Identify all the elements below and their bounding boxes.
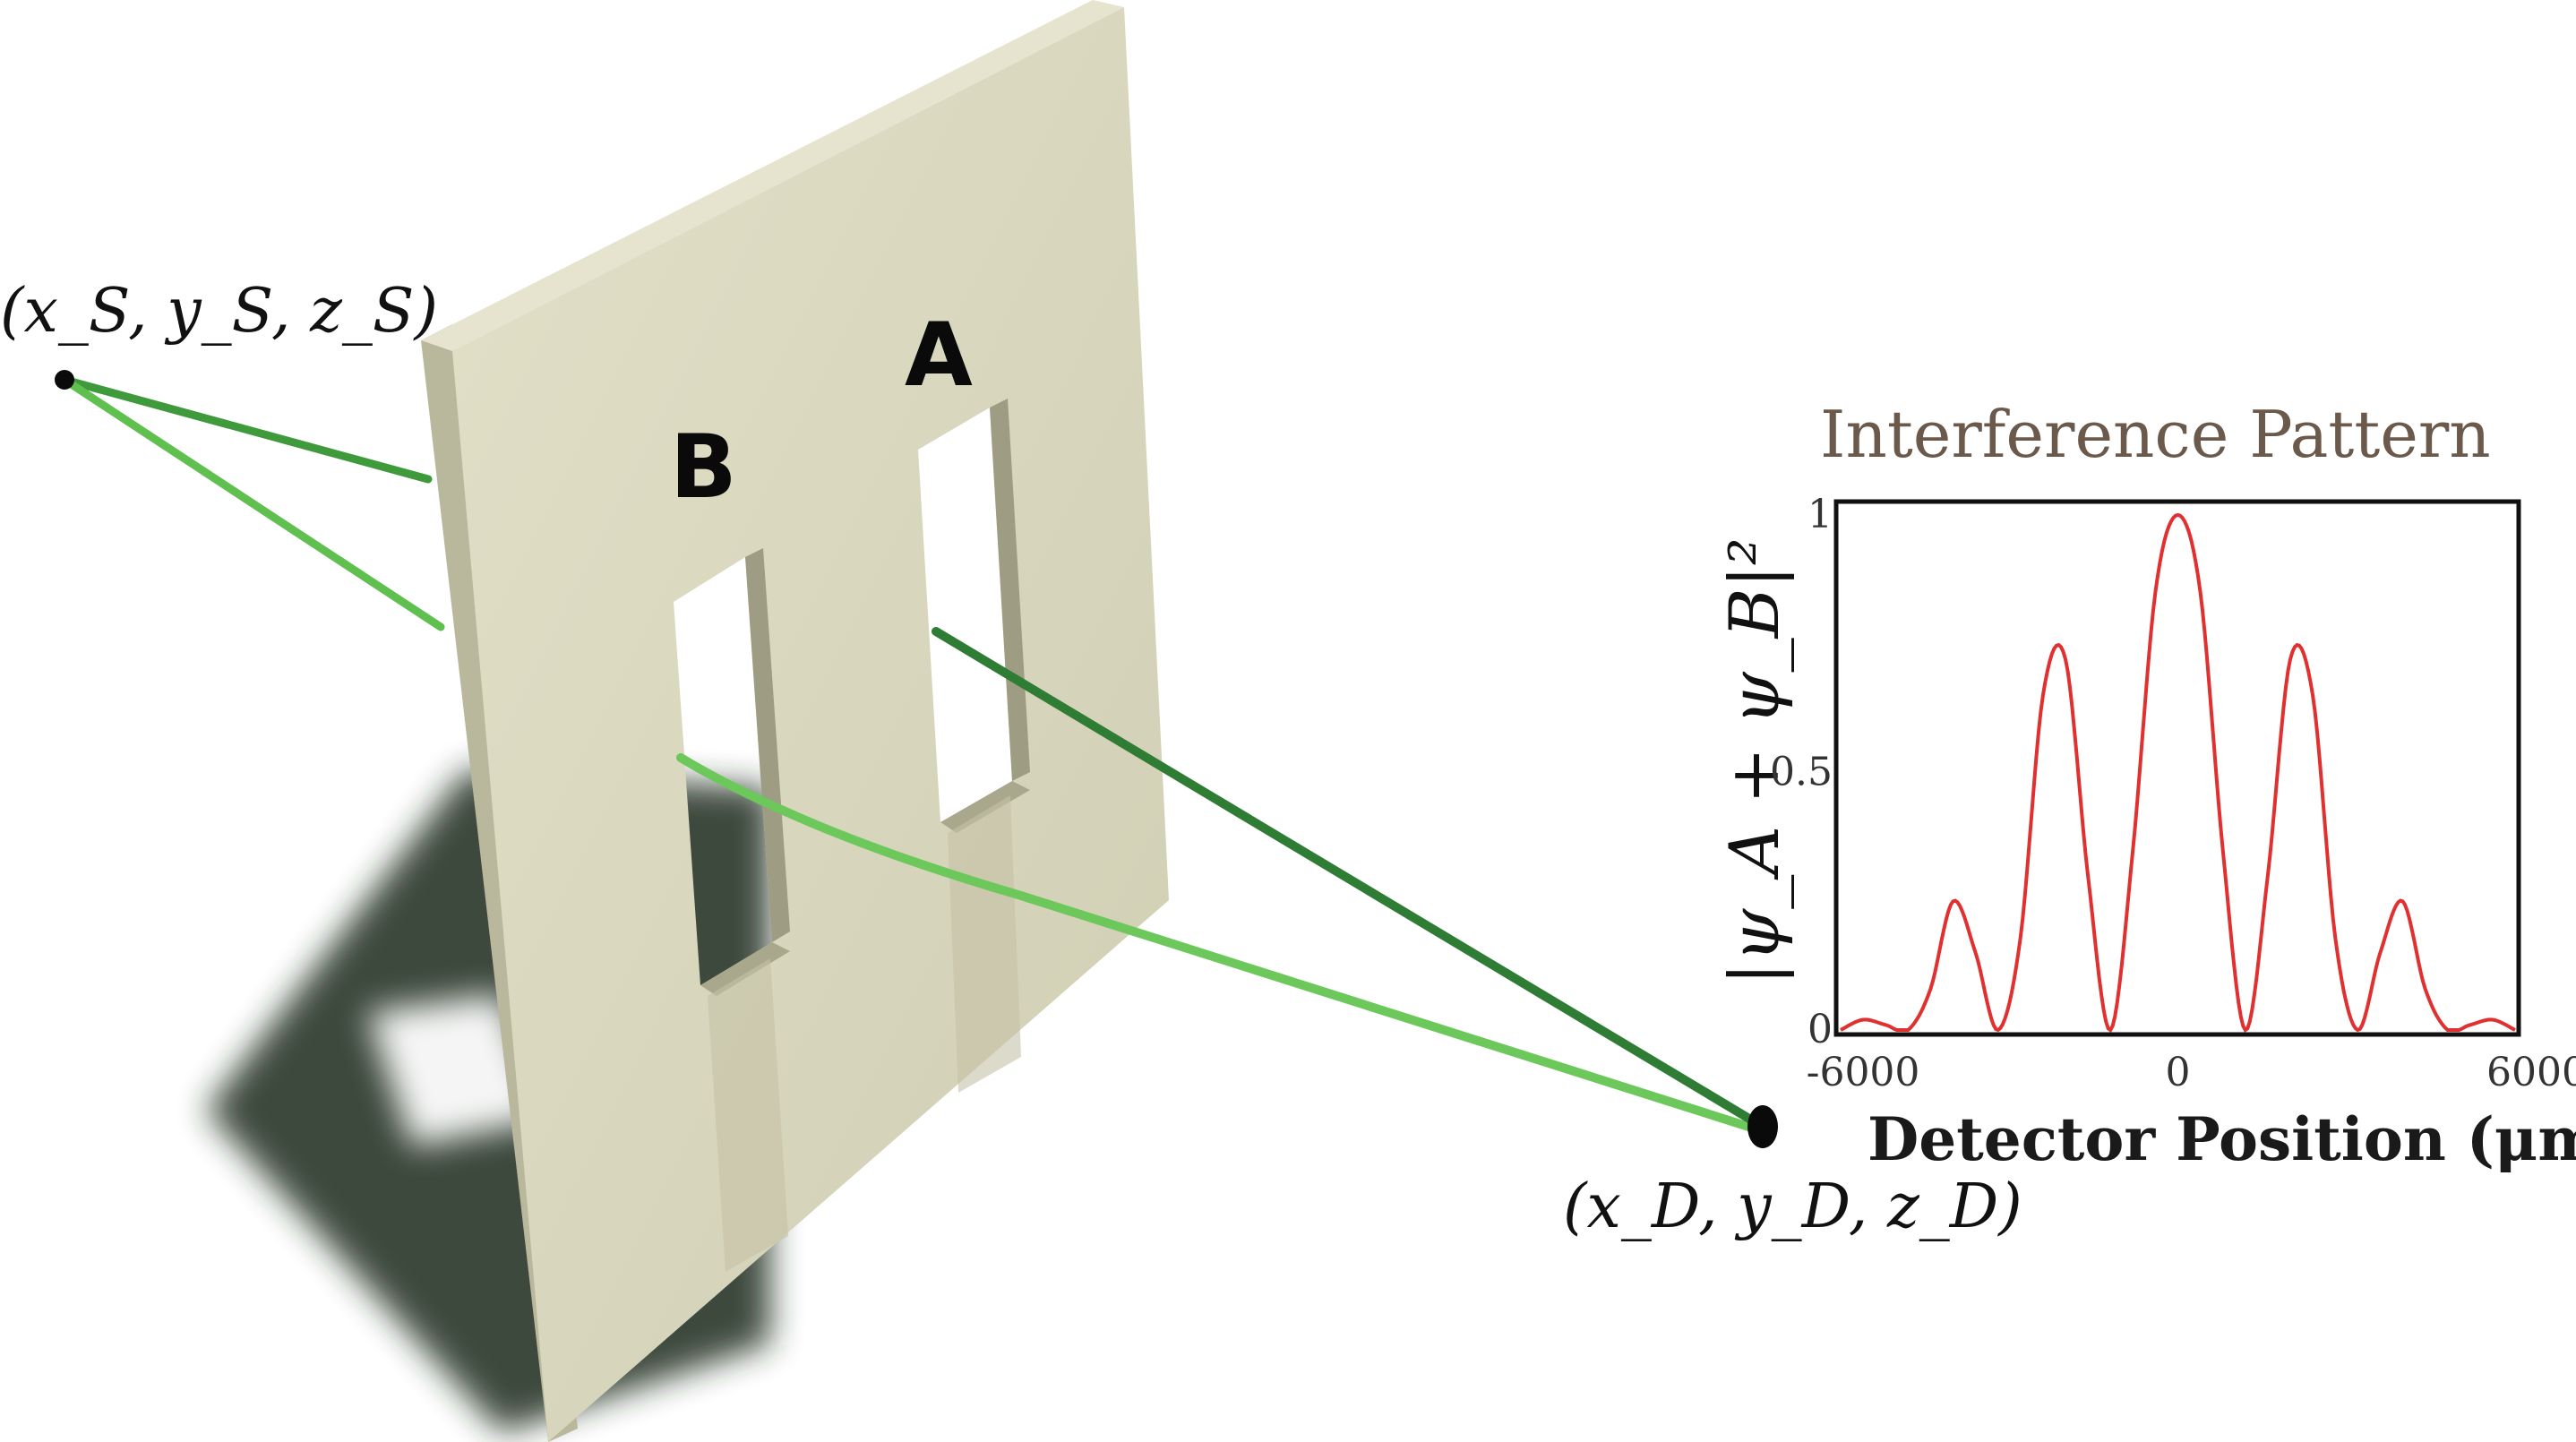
x-tick-label-2: 6000 — [2486, 1050, 2576, 1095]
slit-a-label: A — [905, 305, 973, 407]
y-tick-label-0: 0 — [1807, 1007, 1833, 1052]
y-tick-label-2: 1 — [1807, 492, 1833, 537]
path-source-to-screen-upper — [60, 375, 433, 484]
source-point — [55, 370, 74, 390]
chart-x-axis-label: Detector Position (μm) — [1868, 1104, 2576, 1174]
detector-point — [1747, 1105, 1778, 1148]
chart-y-axis-label: |ψ_A + ψ_B|² — [1714, 537, 1794, 985]
x-tick-label-1: 0 — [2166, 1050, 2191, 1095]
path-slit-b-to-detector — [676, 753, 1765, 1135]
double-slit-screen — [421, 0, 1169, 1442]
interference-chart: Interference Pattern |ψ_A + ψ_B|² 0 0.5 … — [1714, 397, 2576, 1174]
interference-curve — [1840, 512, 2516, 1033]
source-coordinates-label: (x_S, y_S, z_S) — [0, 276, 438, 347]
particle-paths — [60, 375, 1767, 1135]
path-slit-a-to-detector — [932, 627, 1767, 1131]
path-source-to-slit-b — [60, 375, 445, 631]
detector-coordinates-label: (x_D, y_D, z_D) — [1563, 1172, 2022, 1242]
slit-b-label: B — [670, 416, 737, 519]
chart-title: Interference Pattern — [1820, 397, 2491, 472]
x-tick-label-0: -6000 — [1807, 1050, 1920, 1095]
chart-plot-frame — [1833, 499, 2521, 1037]
y-tick-label-1: 0.5 — [1770, 750, 1833, 795]
